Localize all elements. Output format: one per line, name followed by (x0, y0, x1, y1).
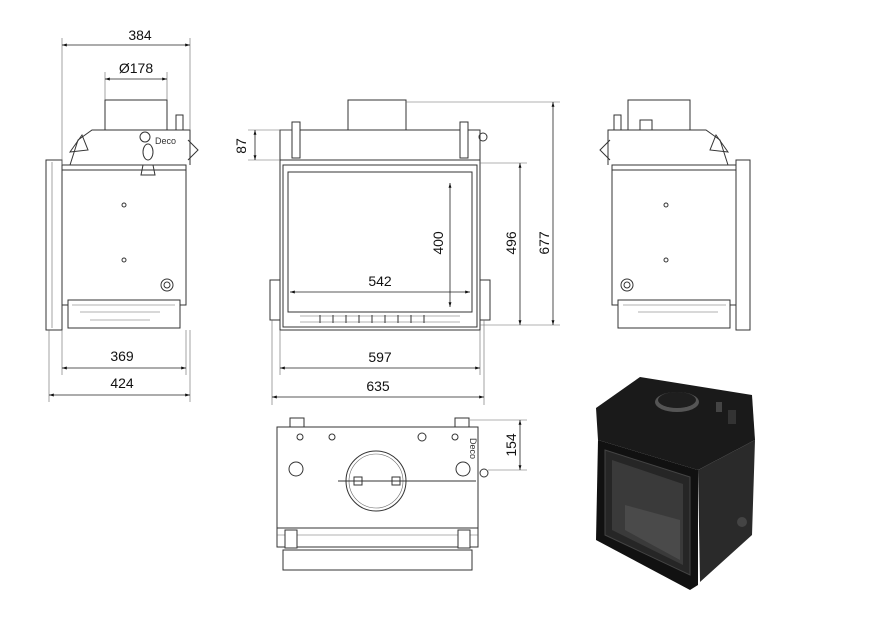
dimension-154: 154 (503, 433, 519, 457)
dimension-flue-diameter: Ø178 (119, 60, 153, 76)
brand-logo: Deco (155, 136, 176, 146)
dimension-677: 677 (536, 231, 552, 255)
side-view-right (599, 99, 751, 331)
top-view: Deco 154 (276, 417, 527, 571)
dimension-424: 424 (110, 375, 134, 391)
dimension-87: 87 (233, 138, 249, 154)
draft-control-lever (139, 131, 156, 176)
dimension-635: 635 (366, 378, 390, 394)
dimension-542: 542 (368, 273, 392, 289)
dimension-369: 369 (110, 348, 134, 364)
dimension-496: 496 (503, 231, 519, 255)
side-view-left: Deco 384 Ø178 369 424 (45, 27, 199, 402)
air-vent-slots (300, 315, 460, 323)
dimension-400: 400 (430, 231, 446, 255)
fireplace-3d-render (596, 377, 755, 590)
brand-logo-top: Deco (468, 438, 478, 459)
front-view: 87 400 542 496 677 597 635 (233, 99, 560, 405)
dimension-597: 597 (368, 349, 392, 365)
dimension-384: 384 (128, 27, 152, 43)
